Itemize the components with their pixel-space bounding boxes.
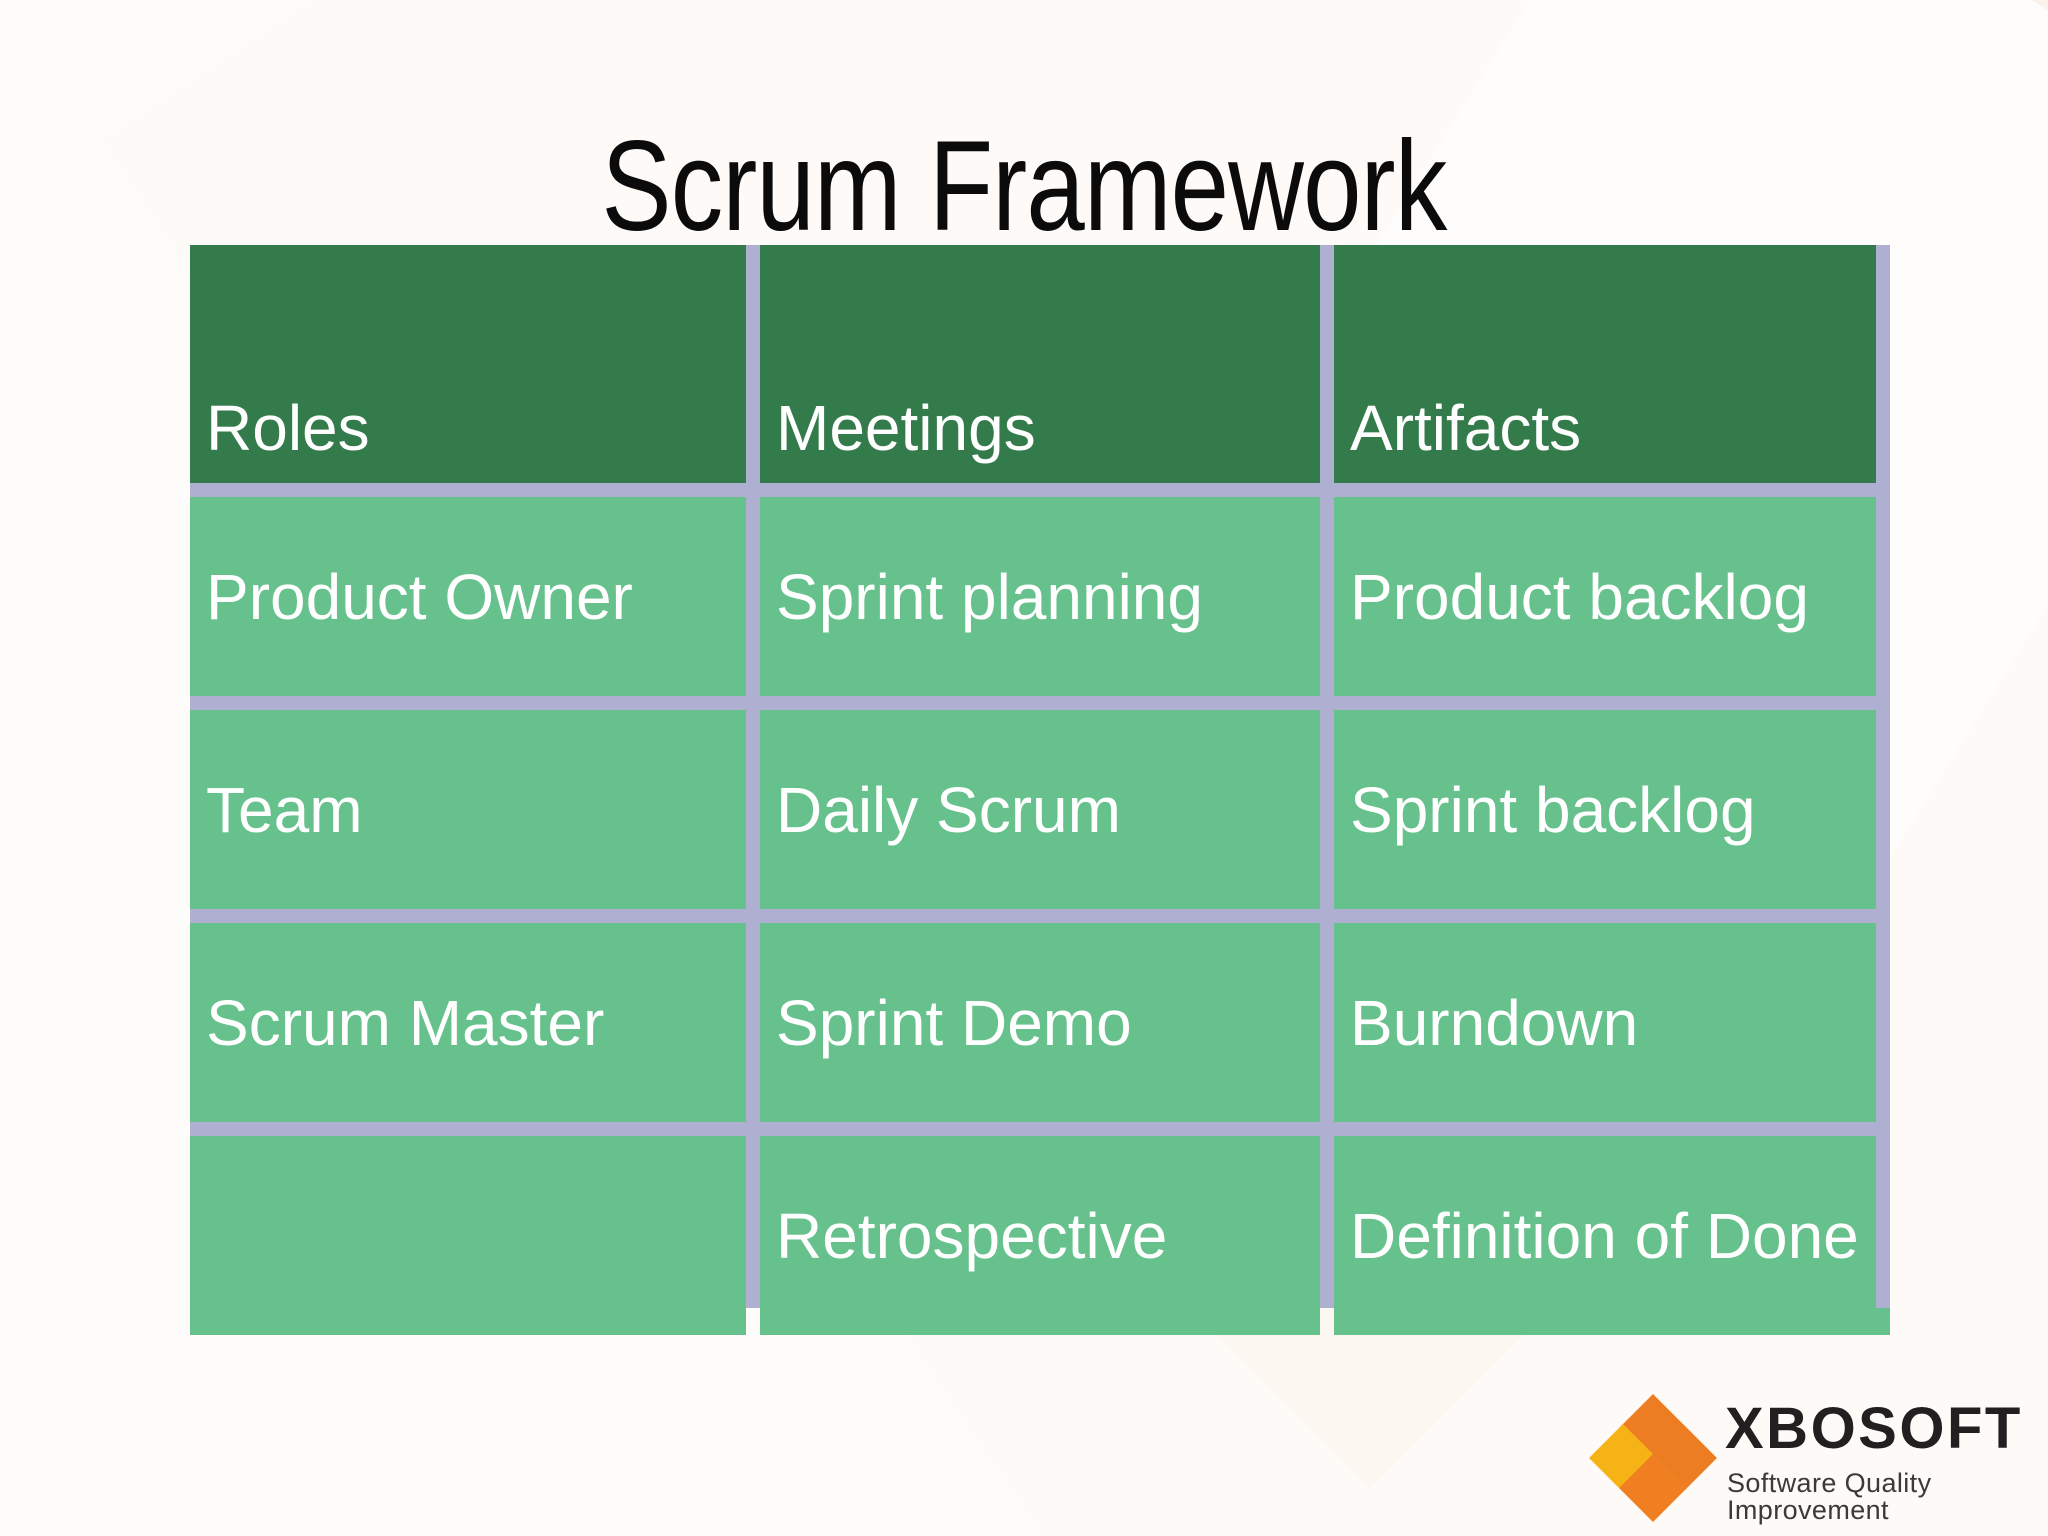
cell-artifacts-4: Definition of Done — [1334, 1136, 1890, 1335]
column-divider — [746, 245, 760, 483]
cell-artifacts-1: Product backlog — [1334, 497, 1890, 696]
cell-roles-4 — [190, 1136, 746, 1335]
cell-meetings-3: Sprint Demo — [760, 923, 1320, 1122]
cell-roles-3: Scrum Master — [190, 923, 746, 1122]
row-divider — [190, 483, 1890, 497]
table-row: Scrum Master Sprint Demo Burndown — [190, 923, 1890, 1122]
column-divider — [1320, 245, 1334, 483]
column-divider — [746, 497, 760, 696]
cell-artifacts-3: Burndown — [1334, 923, 1890, 1122]
column-header-artifacts: Artifacts — [1334, 245, 1890, 483]
column-header-meetings: Meetings — [760, 245, 1320, 483]
table-row: Retrospective Definition of Done — [190, 1136, 1890, 1335]
column-divider — [1320, 497, 1334, 696]
table-header-row: Roles Meetings Artifacts — [190, 245, 1890, 483]
cell-roles-1: Product Owner — [190, 497, 746, 696]
table-row: Team Daily Scrum Sprint backlog — [190, 710, 1890, 909]
scrum-framework-table: Roles Meetings Artifacts Product Owner S… — [190, 245, 1890, 1335]
row-divider — [190, 909, 1890, 923]
table-right-border — [1876, 245, 1890, 1308]
column-divider — [1320, 710, 1334, 909]
page-title: Scrum Framework — [601, 115, 1448, 258]
column-divider — [746, 923, 760, 1122]
cell-roles-2: Team — [190, 710, 746, 909]
column-divider — [746, 1136, 760, 1335]
cell-meetings-2: Daily Scrum — [760, 710, 1320, 909]
cell-meetings-1: Sprint planning — [760, 497, 1320, 696]
column-divider — [1320, 923, 1334, 1122]
column-divider — [1320, 1136, 1334, 1335]
xbosoft-diamond-mark-icon — [1589, 1394, 1717, 1522]
row-divider — [190, 696, 1890, 710]
cell-artifacts-2: Sprint backlog — [1334, 710, 1890, 909]
row-divider — [190, 1122, 1890, 1136]
cell-meetings-4: Retrospective — [760, 1136, 1320, 1335]
table-row: Product Owner Sprint planning Product ba… — [190, 497, 1890, 696]
logo-tagline: Software Quality Improvement — [1727, 1468, 1932, 1525]
column-divider — [746, 710, 760, 909]
logo-wordmark: XBOSOFT — [1725, 1396, 2023, 1461]
xbosoft-logo: XBOSOFT Software Quality Improvement — [1589, 1394, 2020, 1524]
column-header-roles: Roles — [190, 245, 746, 483]
